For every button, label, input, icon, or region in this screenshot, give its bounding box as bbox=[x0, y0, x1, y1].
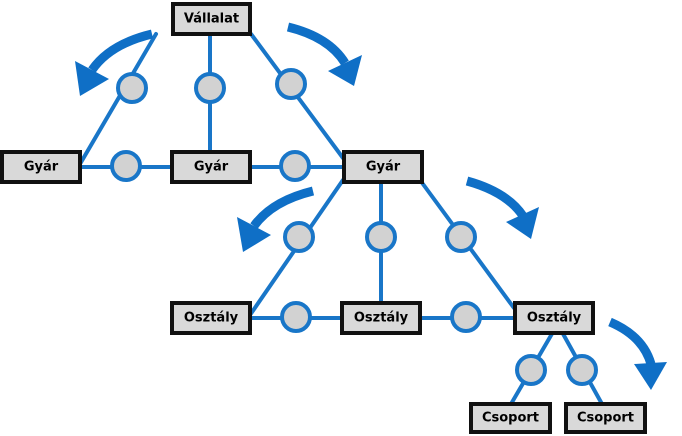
node-factory-right-label: Gyár bbox=[366, 160, 401, 175]
connector-circle bbox=[280, 301, 312, 333]
node-factory-left-label: Gyár bbox=[24, 160, 59, 175]
node-group-right: Csoport bbox=[564, 402, 647, 434]
connector-circle bbox=[450, 301, 482, 333]
node-factory-right: Gyár bbox=[342, 150, 424, 184]
node-department-left: Osztály bbox=[170, 301, 252, 335]
connector-circle bbox=[116, 72, 148, 104]
node-group-left: Csoport bbox=[469, 402, 552, 434]
node-group-right-label: Csoport bbox=[577, 411, 634, 426]
node-company: Vállalat bbox=[171, 2, 252, 36]
curved-arrow-icon bbox=[465, 176, 539, 239]
node-group-left-label: Csoport bbox=[482, 411, 539, 426]
connector-circle bbox=[194, 72, 226, 104]
node-factory-left: Gyár bbox=[0, 150, 82, 184]
curved-arrow-icon bbox=[237, 186, 315, 252]
connector-circle bbox=[365, 221, 397, 253]
connector-circle bbox=[283, 221, 315, 253]
curved-arrows bbox=[75, 22, 667, 390]
curved-arrow-icon bbox=[286, 22, 362, 86]
curved-arrow-icon bbox=[75, 29, 154, 96]
curved-arrow-icon bbox=[608, 317, 667, 390]
node-department-left-label: Osztály bbox=[184, 311, 239, 326]
connector-circle bbox=[566, 354, 598, 386]
node-department-middle: Osztály bbox=[340, 301, 422, 335]
node-department-right: Osztály bbox=[513, 301, 595, 335]
connector-circle bbox=[515, 354, 547, 386]
node-factory-middle-label: Gyár bbox=[194, 160, 229, 175]
connector-circle bbox=[279, 150, 311, 182]
node-factory-middle: Gyár bbox=[170, 150, 252, 184]
node-company-label: Vállalat bbox=[184, 12, 239, 27]
node-department-middle-label: Osztály bbox=[354, 311, 409, 326]
connector-circle bbox=[110, 150, 142, 182]
edge-company-factory-left bbox=[78, 32, 158, 166]
connector-circle bbox=[445, 221, 477, 253]
node-department-right-label: Osztály bbox=[527, 311, 582, 326]
connection-nodes bbox=[110, 68, 598, 386]
connector-circle bbox=[275, 68, 307, 100]
